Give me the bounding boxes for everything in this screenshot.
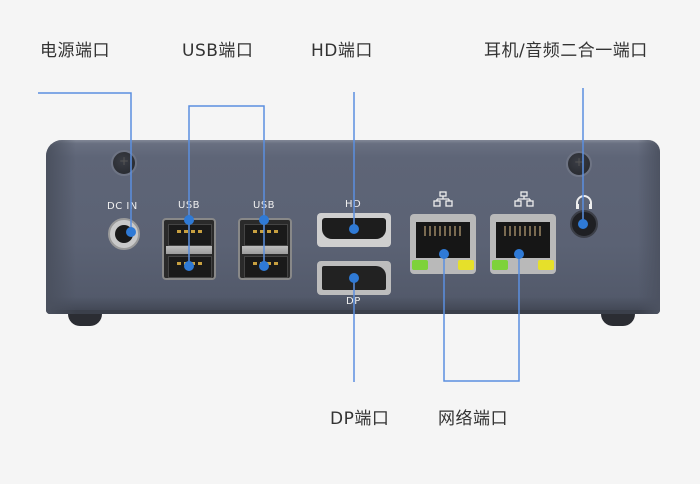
audio-jack — [570, 210, 598, 238]
rubber-foot — [68, 314, 102, 326]
marker-dot — [259, 215, 269, 225]
screw-icon — [566, 151, 592, 177]
led-link — [412, 260, 428, 270]
marker-dot — [514, 249, 524, 259]
rubber-foot — [601, 314, 635, 326]
dc-in-jack — [108, 218, 140, 250]
case-edge-shade — [638, 140, 660, 314]
marker-dot — [349, 224, 359, 234]
dp-port-label: DP端口 — [330, 409, 390, 429]
marker-dot — [439, 249, 449, 259]
network-port-label: 网络端口 — [438, 409, 508, 429]
led-link — [492, 260, 508, 270]
marker-dot — [126, 227, 136, 237]
hd-port-label: HD端口 — [311, 41, 373, 61]
dc-in-text: DC IN — [107, 201, 138, 212]
headphone-icon — [576, 195, 592, 209]
led-activity — [458, 260, 474, 270]
usb-port-label: USB端口 — [182, 41, 254, 61]
marker-dot — [349, 273, 359, 283]
hd-text: HD — [345, 199, 362, 210]
power-port-label: 电源端口 — [40, 41, 110, 61]
power-leader-line — [38, 92, 132, 232]
ethernet-port-left — [410, 214, 476, 274]
marker-dot — [184, 215, 194, 225]
network-leader-line — [443, 254, 520, 382]
network-icon — [514, 191, 534, 207]
marker-dot — [184, 261, 194, 271]
marker-dot — [578, 219, 588, 229]
marker-dot — [259, 261, 269, 271]
screw-icon — [111, 150, 137, 176]
audio-port-label: 耳机/音频二合一端口 — [484, 41, 648, 61]
network-icon — [433, 191, 453, 207]
dp-text: DP — [346, 296, 361, 307]
case-edge-shade — [46, 140, 76, 314]
led-activity — [538, 260, 554, 270]
ethernet-port-right — [490, 214, 556, 274]
usb-leader-line — [188, 105, 265, 265]
